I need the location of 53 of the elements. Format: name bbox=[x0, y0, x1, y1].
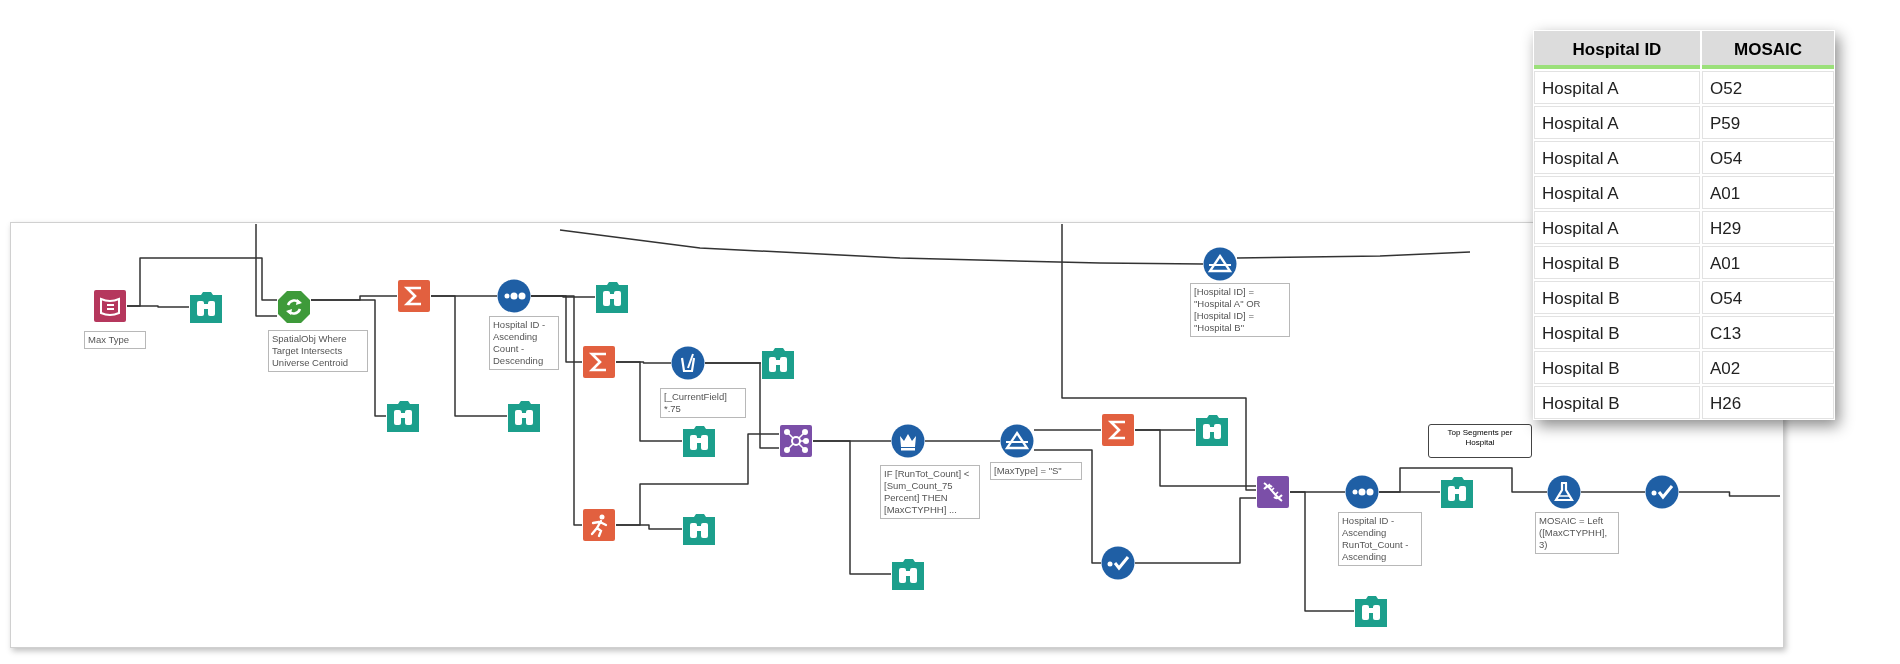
connector-line bbox=[310, 299, 387, 417]
annotation-text: SpatialObj Where Target Intersects Universe Centroid bbox=[268, 330, 368, 372]
connector-line bbox=[1289, 491, 1355, 612]
connector-line bbox=[924, 440, 1001, 442]
table-cell: Hospital A bbox=[1534, 71, 1700, 104]
connector-line bbox=[1061, 223, 1257, 491]
annotation-text: [Hospital ID] = "Hospital A" OR [Hospital ID] = "Hospital B" bbox=[1190, 283, 1290, 337]
connector-line bbox=[559, 229, 1204, 265]
table-cell: Hospital B bbox=[1534, 246, 1700, 279]
table-cell: H29 bbox=[1702, 211, 1834, 244]
annotation-text: IF [RunTot_Count] < [Sum_Count_75 Percent] THEN [MaxCTYPHH] ... bbox=[880, 465, 980, 519]
column-header: Hospital ID bbox=[1534, 31, 1700, 69]
table-cell: A01 bbox=[1702, 176, 1834, 209]
connector-line bbox=[1678, 491, 1781, 497]
table-cell: O54 bbox=[1702, 141, 1834, 174]
connector-line bbox=[255, 223, 278, 317]
connector-line bbox=[704, 362, 780, 449]
annotation-text: [_CurrentField] *.75 bbox=[660, 388, 746, 418]
table-cell: P59 bbox=[1702, 106, 1834, 139]
connector-line bbox=[1033, 449, 1102, 564]
table-cell: Hospital B bbox=[1534, 281, 1700, 314]
table-cell: A02 bbox=[1702, 351, 1834, 384]
table-cell: Hospital B bbox=[1534, 351, 1700, 384]
table-cell: Hospital B bbox=[1534, 316, 1700, 349]
annotation-text: Max Type bbox=[84, 331, 146, 349]
table-cell: O54 bbox=[1702, 281, 1834, 314]
table-cell: Hospital A bbox=[1534, 211, 1700, 244]
comment-note: Top Segments per Hospital bbox=[1428, 424, 1532, 458]
table-cell: Hospital A bbox=[1534, 176, 1700, 209]
annotation-text: Hospital ID - Ascending Count - Descending bbox=[489, 316, 559, 370]
connector-line bbox=[126, 257, 278, 307]
connector-line bbox=[615, 524, 683, 530]
connector-line bbox=[1134, 497, 1257, 564]
connector-line bbox=[615, 361, 683, 442]
connector-line bbox=[1236, 251, 1471, 259]
connector-line bbox=[430, 295, 508, 417]
table-cell: Hospital A bbox=[1534, 106, 1700, 139]
connector-line bbox=[1580, 491, 1646, 493]
table-cell: H26 bbox=[1702, 386, 1834, 419]
connector-line bbox=[1134, 429, 1257, 487]
annotation-text: [MaxType] = "S" bbox=[990, 462, 1082, 480]
table-cell: O52 bbox=[1702, 71, 1834, 104]
column-header: MOSAIC bbox=[1702, 31, 1834, 69]
connector-line bbox=[530, 295, 583, 526]
annotation-text: Hospital ID - Ascending RunTot_Count - Ascending bbox=[1338, 512, 1422, 566]
table-cell: C13 bbox=[1702, 316, 1834, 349]
table-cell: A01 bbox=[1702, 246, 1834, 279]
table-cell: Hospital A bbox=[1534, 141, 1700, 174]
table-cell: Hospital B bbox=[1534, 386, 1700, 419]
connector-line bbox=[1033, 429, 1102, 431]
connector-line bbox=[1378, 467, 1548, 493]
connector-line bbox=[812, 440, 892, 575]
annotation-text: MOSAIC = Left ([MaxCTYPHH], 3) bbox=[1535, 512, 1619, 554]
